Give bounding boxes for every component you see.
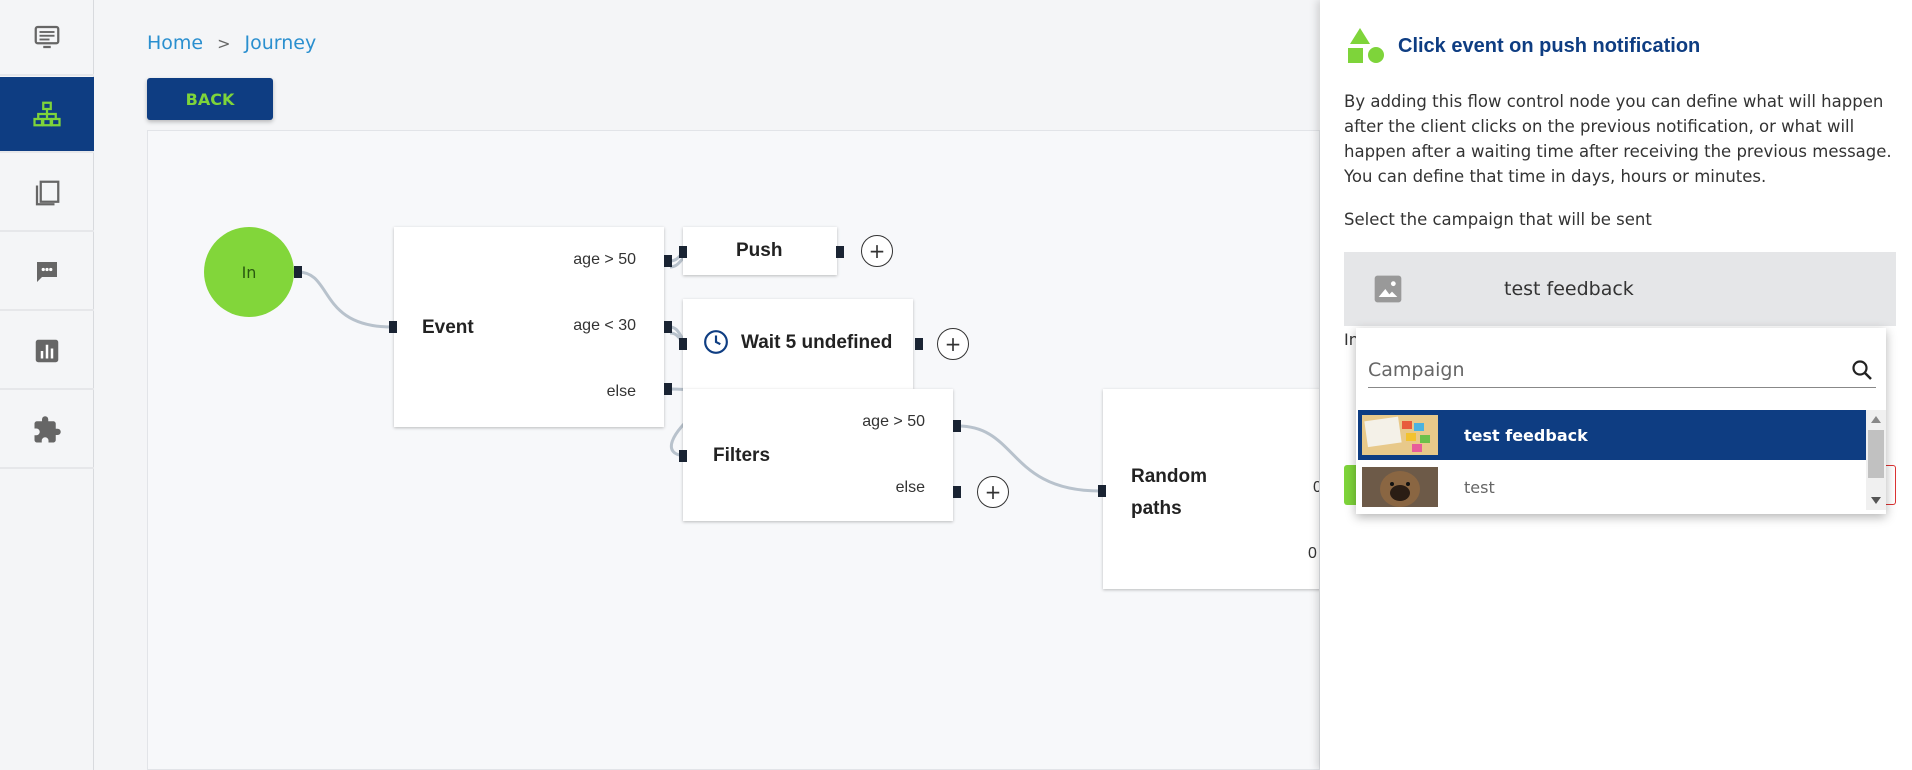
filters-node-title: Filters [713,445,771,466]
search-icon[interactable] [1850,358,1874,382]
event-node-title: Event [422,317,474,338]
random-path-1-peek: 0 [1313,479,1319,497]
campaign-option[interactable]: test feedback [1358,410,1866,460]
event-port-1[interactable] [664,255,672,267]
sidebar-item-dashboard[interactable] [0,0,94,76]
sidebar-item-templates[interactable] [0,156,94,232]
sidebar-item-integrations[interactable] [0,393,94,469]
campaign-thumbnail [1362,415,1438,455]
filters-add-button[interactable]: + [977,476,1009,508]
sidebar [0,0,94,770]
main-content: Home > Journey BACK In Event age > 50 ag… [95,0,1320,770]
event-port-3[interactable] [664,383,672,395]
campaign-select-label: Select the campaign that will be sent [1344,210,1652,229]
push-node-out-port[interactable] [836,246,844,258]
campaign-select-value: test feedback [1504,278,1634,300]
start-node-label: In [241,262,257,282]
push-node-title: Push [736,240,783,261]
campaign-search-wrap [1368,354,1876,388]
wait-add-button[interactable]: + [937,328,969,360]
journey-tree-icon [33,101,61,127]
event-port-2[interactable] [664,321,672,333]
puzzle-icon [34,416,61,443]
event-node[interactable]: Event age > 50 age < 30 else [394,227,664,427]
push-add-button[interactable]: + [861,235,893,267]
filters-node[interactable]: Filters age > 50 else [683,389,953,521]
campaign-option[interactable]: test [1358,462,1866,512]
push-node[interactable]: Push [683,227,837,275]
delete-button-peek[interactable] [1880,465,1896,505]
shapes-icon [1348,28,1384,63]
field-label-peek: In [1344,330,1359,349]
filters-branch-age-over-50: age > 50 [862,413,925,430]
wait-node-in-port[interactable] [679,338,687,350]
campaign-option-name: test [1464,477,1495,497]
filters-branch-else: else [895,479,925,496]
start-node[interactable]: In [204,227,294,317]
random-path-2-peek: 0 [1308,545,1317,562]
filters-port-1[interactable] [953,420,961,432]
random-paths-node[interactable]: Random paths 0 0 [1103,389,1319,589]
back-button[interactable]: BACK [147,78,273,120]
random-paths-title-line2: paths [1131,498,1182,519]
panel-title: Click event on push notification [1398,34,1701,57]
event-branch-age-over-50: age > 50 [573,251,636,268]
random-paths-in-port[interactable] [1098,485,1106,497]
bar-chart-icon [35,339,59,363]
start-node-port[interactable] [294,266,302,278]
chat-bubble-icon [37,262,57,282]
scroll-up-arrow[interactable] [1871,416,1881,423]
campaign-option-name: test feedback [1464,425,1588,445]
monitor-list-icon [34,25,60,49]
panel-description: By adding this flow control node you can… [1344,92,1892,186]
breadcrumb-separator: > [217,33,231,53]
dropdown-scrollbar[interactable] [1866,410,1886,510]
event-branch-else: else [606,383,636,400]
campaign-dropdown: test feedback test [1356,328,1886,514]
breadcrumb-journey[interactable]: Journey [244,32,317,54]
sidebar-item-journey[interactable] [0,77,94,153]
copy-pages-icon [35,180,60,206]
flow-canvas[interactable]: In Event age > 50 age < 30 else Push + W… [147,130,1320,770]
panel-header: Click event on push notification [1346,26,1700,66]
campaign-search-input[interactable] [1368,354,1838,386]
random-paths-title: Random paths [1131,461,1207,525]
campaign-thumbnail [1362,467,1438,507]
sidebar-item-messages[interactable] [0,235,94,311]
push-node-in-port[interactable] [679,246,687,258]
breadcrumb-home[interactable]: Home [147,32,204,54]
filters-node-in-port[interactable] [679,450,687,462]
clock-icon [704,330,728,354]
filters-port-2[interactable] [953,486,961,498]
wait-node[interactable]: Wait 5 undefined [683,299,913,389]
scroll-down-arrow[interactable] [1871,497,1881,504]
event-node-in-port[interactable] [389,321,397,333]
breadcrumb: Home > Journey [147,32,316,54]
campaign-select[interactable]: test feedback [1344,252,1896,326]
random-paths-title-line1: Random [1131,466,1207,487]
sidebar-item-reports[interactable] [0,314,94,390]
image-placeholder-icon [1374,275,1402,303]
wait-node-out-port[interactable] [915,338,923,350]
scrollbar-thumb[interactable] [1868,430,1884,478]
wait-node-title: Wait 5 undefined [741,332,893,353]
node-settings-panel: Click event on push notification By addi… [1320,0,1912,770]
event-branch-age-under-30: age < 30 [573,317,636,334]
